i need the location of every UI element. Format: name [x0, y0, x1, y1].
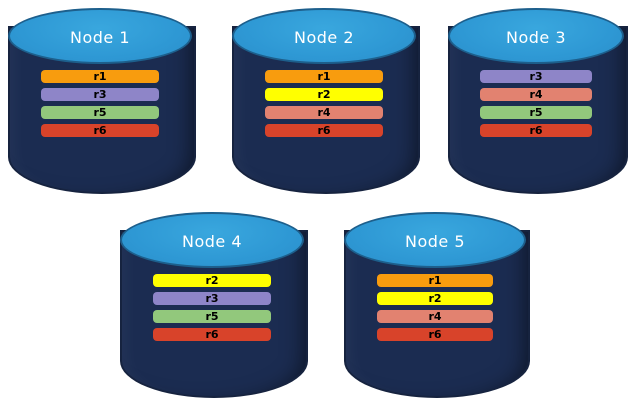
node-4[interactable]: Node 4 r2 r3 r5 r6 [120, 212, 308, 398]
replica-bar-r2[interactable]: r2 [376, 292, 494, 305]
replica-bar-r1[interactable]: r1 [41, 70, 159, 83]
node-1[interactable]: Node 1 r1 r3 r5 r6 [8, 8, 196, 194]
replica-bar-r3[interactable]: r3 [153, 292, 271, 305]
node-1-top-ellipse: Node 1 [8, 8, 192, 64]
replica-bar-r4[interactable]: r4 [265, 106, 383, 119]
node-5-replica-stack: r1 r2 r4 r6 [344, 274, 526, 341]
node-1-label: Node 1 [69, 27, 131, 47]
node-3-replica-stack: r3 r4 r5 r6 [448, 70, 624, 137]
node-2-replica-stack: r1 r2 r4 r6 [232, 70, 416, 137]
node-1-replica-stack: r1 r3 r5 r6 [8, 70, 192, 137]
replica-bar-r6[interactable]: r6 [265, 124, 383, 137]
node-4-top-ellipse: Node 4 [120, 212, 304, 268]
node-3[interactable]: Node 3 r3 r4 r5 r6 [448, 8, 628, 194]
replica-bar-r6[interactable]: r6 [376, 328, 494, 341]
replica-bar-r1[interactable]: r1 [265, 70, 383, 83]
replica-bar-r1[interactable]: r1 [376, 274, 494, 287]
replica-bar-r2[interactable]: r2 [153, 274, 271, 287]
replica-bar-r4[interactable]: r4 [479, 88, 593, 101]
replica-bar-r6[interactable]: r6 [479, 124, 593, 137]
replica-bar-r3[interactable]: r3 [41, 88, 159, 101]
replica-bar-r6[interactable]: r6 [41, 124, 159, 137]
node-4-label: Node 4 [181, 231, 243, 251]
node-3-top-ellipse: Node 3 [448, 8, 624, 64]
node-5-label: Node 5 [404, 231, 466, 251]
node-2-top-ellipse: Node 2 [232, 8, 416, 64]
replica-bar-r5[interactable]: r5 [41, 106, 159, 119]
replica-bar-r2[interactable]: r2 [265, 88, 383, 101]
replica-bar-r3[interactable]: r3 [479, 70, 593, 83]
node-2-label: Node 2 [293, 27, 355, 47]
replica-bar-r4[interactable]: r4 [376, 310, 494, 323]
replica-bar-r5[interactable]: r5 [153, 310, 271, 323]
node-2[interactable]: Node 2 r1 r2 r4 r6 [232, 8, 420, 194]
node-5-top-ellipse: Node 5 [344, 212, 526, 268]
node-5[interactable]: Node 5 r1 r2 r4 r6 [344, 212, 530, 398]
node-3-label: Node 3 [505, 27, 567, 47]
node-4-replica-stack: r2 r3 r5 r6 [120, 274, 304, 341]
replica-bar-r6[interactable]: r6 [153, 328, 271, 341]
replica-bar-r5[interactable]: r5 [479, 106, 593, 119]
